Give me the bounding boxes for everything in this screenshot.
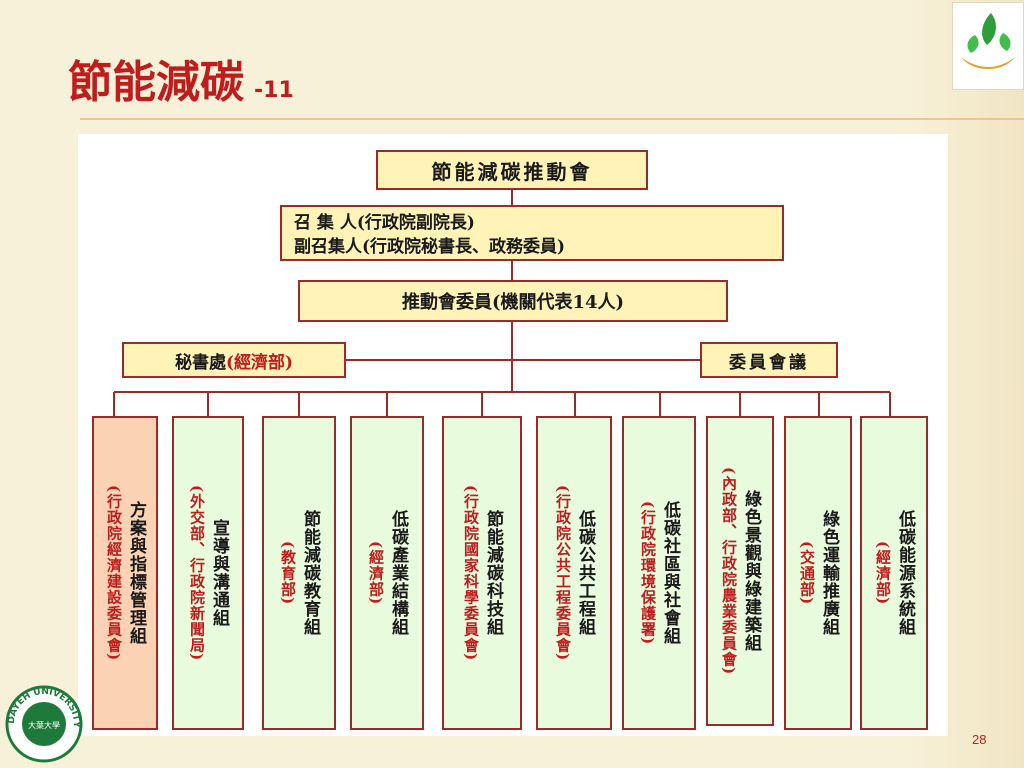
group-agency: (經濟部) (874, 540, 892, 606)
group-box: 方案與指標管理組(行政院經濟建設委員會) (92, 416, 158, 730)
group-box: 宣導與溝通組(外交部、行政院新聞局) (172, 416, 244, 730)
secretariat-label: 秘書處 (174, 352, 226, 373)
title-main: 節能減碳 (68, 57, 244, 108)
secretariat-agency: (經濟部) (225, 352, 294, 373)
group-agency: (外交部、行政院新聞局) (188, 484, 206, 662)
group-box: 低碳產業結構組(經濟部) (350, 416, 424, 730)
group-agency: (經濟部) (367, 540, 385, 606)
group-agency: (交通部) (798, 540, 816, 606)
group-agency: (行政院環境保護署) (639, 500, 657, 646)
secretariat-box: 秘書處(經濟部) (122, 342, 346, 378)
promotion-council-box: 節能減碳推動會 (376, 150, 648, 190)
group-box: 節能減碳教育組(教育部) (262, 416, 336, 730)
group-agency: (行政院公共工程委員會) (554, 484, 572, 662)
group-box: 低碳能源系統組(經濟部) (860, 416, 928, 730)
group-name: 低碳產業結構組 (388, 510, 408, 636)
seal-center-text: 大葉大學 (28, 720, 60, 730)
group-box: 低碳社區與社會組(行政院環境保護署) (622, 416, 696, 730)
leaf-hands-icon (952, 2, 1024, 90)
group-agency: (行政院國家科學委員會) (462, 484, 480, 662)
council-members-box: 推動會委員(機關代表14人) (298, 280, 728, 322)
group-name: 節能減碳科技組 (483, 510, 503, 636)
group-name: 綠色景觀與綠建築組 (741, 490, 761, 652)
committee-meeting-box: 委員會議 (700, 342, 838, 378)
group-agency: (行政院經濟建設委員會) (105, 484, 123, 662)
slide-title: 節能減碳 -11 (68, 46, 294, 108)
group-name: 方案與指標管理組 (126, 501, 146, 645)
page-number: 28 (972, 732, 987, 747)
convener-box: 召 集 人(行政院副院長) 副召集人(行政院秘書長、政務委員) (280, 205, 784, 261)
group-name: 低碳能源系統組 (895, 510, 915, 636)
connector-lines (113, 190, 891, 416)
group-name: 低碳公共工程組 (575, 510, 595, 636)
deputy-convener-text: 副召集人(行政院秘書長、政務委員) (294, 237, 566, 257)
group-name: 宣導與溝通組 (209, 519, 229, 627)
group-box: 低碳公共工程組(行政院公共工程委員會) (536, 416, 612, 730)
group-agency: (內政部、行政院農業委員會) (720, 466, 738, 676)
group-box: 節能減碳科技組(行政院國家科學委員會) (442, 416, 522, 730)
group-name: 低碳社區與社會組 (660, 501, 680, 645)
convener-text: 召 集 人(行政院副院長) (294, 213, 475, 233)
group-name: 綠色運輸推廣組 (819, 510, 839, 636)
group-box: 綠色運輸推廣組(交通部) (784, 416, 852, 730)
group-box: 綠色景觀與綠建築組(內政部、行政院農業委員會) (706, 416, 774, 726)
title-divider (80, 118, 1024, 120)
title-subtitle: -11 (254, 78, 294, 103)
university-seal-icon: DAYEH UNIVERSITY 大葉大學 (4, 684, 84, 764)
group-agency: (教育部) (279, 540, 297, 606)
group-name: 節能減碳教育組 (300, 510, 320, 636)
org-chart: 節能減碳推動會 召 集 人(行政院副院長) 副召集人(行政院秘書長、政務委員) … (78, 134, 948, 736)
